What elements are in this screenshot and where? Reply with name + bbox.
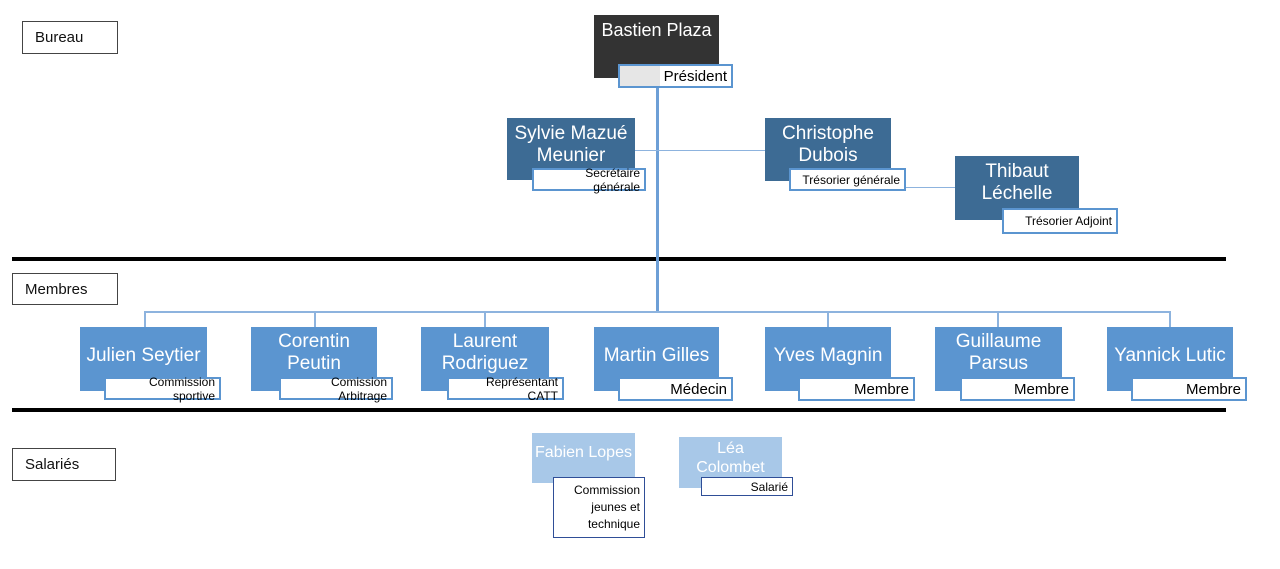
role-label: Secrétaire générale [585,165,640,194]
role-secretaire: Secrétaire générale [532,165,646,194]
section-divider-top [12,257,1226,261]
role-label: Comission Arbitrage [330,374,387,403]
connector-drop-1 [144,311,146,328]
role-membre-7: Membre [1131,377,1247,401]
node-salarie-1: Fabien Lopes [532,433,635,483]
node-name: Léa Colombet [696,440,765,476]
node-name: Thibaut Léchelle [981,161,1053,204]
role-membre-1: Commission sportive [104,374,221,403]
connector-drop-7 [1169,311,1171,328]
role-label: Membre [1013,380,1069,398]
role-label: Président [663,67,727,85]
node-name: Corentin Peutin [278,331,350,374]
role-label: Commission sportive [148,374,215,403]
node-name: Christophe Dubois [782,123,874,166]
connector-bureau-horizontal [600,150,766,151]
role-label: Membre [1185,380,1241,398]
role-membre-6: Membre [960,377,1075,401]
section-label-membres: Membres [12,273,118,305]
role-membre-3: Représentant CATT [447,374,564,403]
connector-adjoint [906,187,956,188]
section-label-bureau: Bureau [22,21,118,54]
connector-drop-3 [484,311,486,328]
node-name: Yannick Lutic [1114,345,1226,366]
connector-trunk [656,88,659,312]
node-name: Fabien Lopes [535,444,632,461]
role-label: Trésorier Adjoint [1025,214,1112,228]
role-tresorier: Trésorier générale [789,168,906,191]
role-membre-5: Membre [798,377,915,401]
section-label-salaries: Salariés [12,448,116,481]
section-divider-bottom [12,408,1226,412]
role-president: Président [618,64,733,88]
role-membre-2: Comission Arbitrage [279,374,393,403]
node-name: Martin Gilles [603,345,710,366]
connector-drop-5 [827,311,829,328]
connector-drop-6 [997,311,999,328]
role-membre-4: Médecin [618,377,733,401]
node-name: Guillaume Parsus [955,331,1042,374]
node-name: Julien Seytier [86,345,201,366]
role-salarie-2: Salarié [701,477,793,496]
role-label: Commission jeunes et technique [573,483,640,531]
role-tresorier-adjoint: Trésorier Adjoint [1002,208,1118,234]
role-label: Médecin [670,380,727,398]
node-secretaire: Sylvie Mazué Meunier [507,118,635,180]
node-name: Bastien Plaza [601,20,712,40]
role-label: Représentant CATT [485,374,558,403]
role-label: Salarié [750,479,788,494]
connector-drop-2 [314,311,316,328]
connector-membres-horizontal [144,311,1171,313]
role-salarie-1: Commission jeunes et technique [553,477,645,538]
node-name: Sylvie Mazué Meunier [514,123,628,166]
role-label: Membre [853,380,909,398]
role-label: Trésorier générale [802,172,900,187]
node-name: Yves Magnin [773,345,883,366]
node-name: Laurent Rodriguez [441,331,529,374]
